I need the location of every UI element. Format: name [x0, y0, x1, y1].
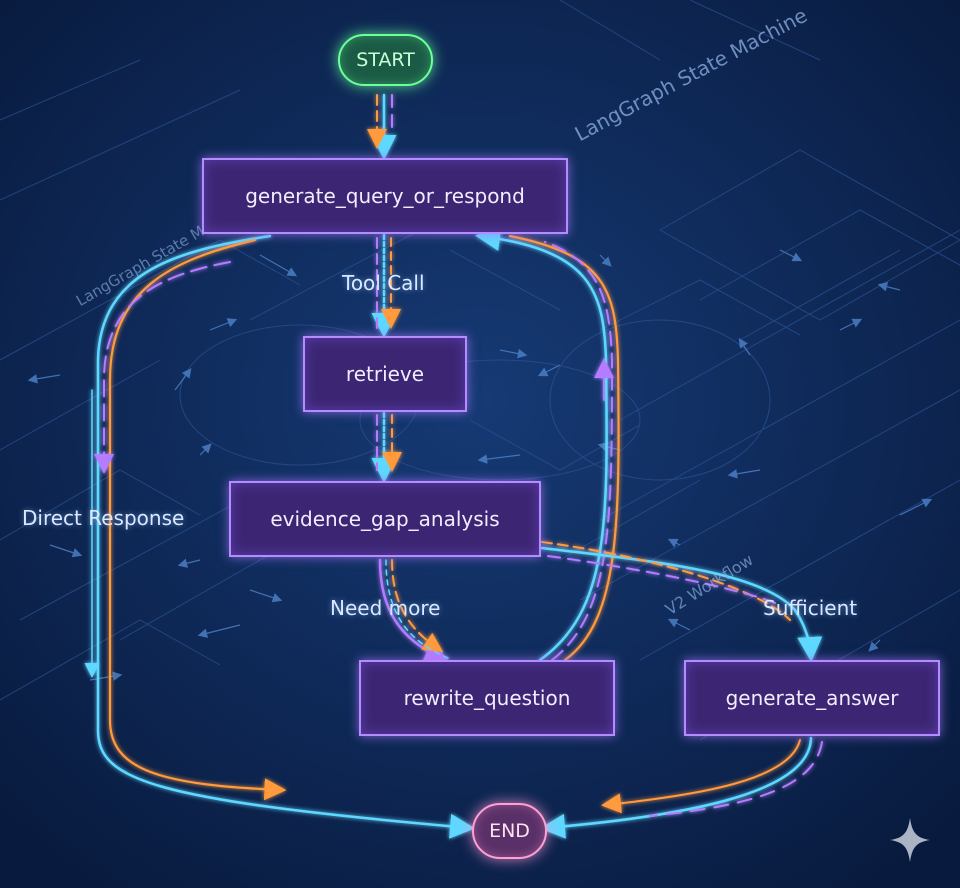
edges: [84, 93, 823, 839]
edge-generate-end-orange: [108, 238, 287, 801]
edge-generate-end-violet: [94, 261, 231, 474]
node-generate-query-or-respond[interactable]: generate_query_or_respond: [202, 158, 568, 234]
edge-answer-end-orange: [601, 739, 801, 814]
edge-evidence-rewrite: [378, 558, 450, 664]
edge-label-tool-call: Tool Call: [342, 271, 425, 295]
edge-answer-end: [540, 736, 813, 839]
sparkle-icon: [890, 818, 930, 862]
edge-label-need-more: Need more: [330, 596, 441, 620]
edge-generate-end: [96, 234, 475, 839]
edge-evidence-answer: [540, 546, 823, 662]
node-retrieve[interactable]: retrieve: [303, 336, 467, 412]
edge-evidence-rewrite-cyan: [385, 559, 449, 659]
edge-answer-end-violet: [649, 741, 823, 817]
edge-rewrite-generate-violet: [544, 241, 614, 661]
edge-evidence-rewrite-orange: [391, 559, 444, 653]
edge-evidence-answer-violet: [547, 555, 781, 606]
end-node[interactable]: END: [472, 803, 547, 859]
edge-evidence-answer-orange: [541, 541, 791, 621]
node-generate-answer[interactable]: generate_answer: [684, 660, 940, 736]
edge-label-direct-response: Direct Response: [22, 506, 185, 530]
edge-rewrite-generate: [475, 226, 608, 662]
node-rewrite-question[interactable]: rewrite_question: [359, 660, 615, 736]
decorative-arrows: [27, 249, 933, 681]
start-node[interactable]: START: [338, 34, 433, 86]
node-evidence-gap-analysis[interactable]: evidence_gap_analysis: [229, 481, 541, 557]
edge-label-sufficient: Sufficient: [763, 596, 858, 620]
